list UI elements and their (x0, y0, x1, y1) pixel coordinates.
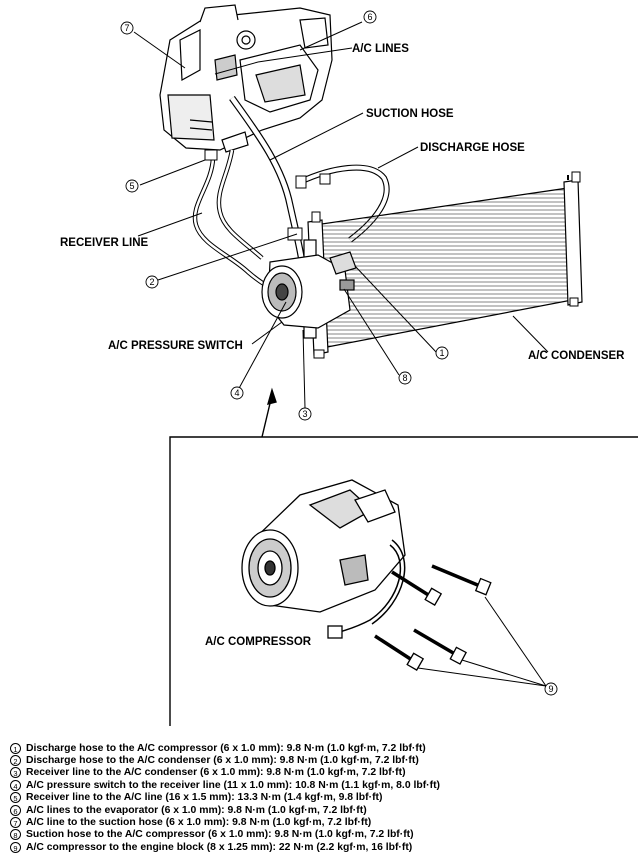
label-discharge-hose: DISCHARGE HOSE (420, 142, 525, 154)
legend-text: A/C lines to the evaporator (6 x 1.0 mm)… (26, 804, 367, 816)
legend-text: A/C line to the suction hose (6 x 1.0 mm… (26, 817, 372, 829)
label-ac-compressor: A/C COMPRESSOR (205, 636, 312, 648)
legend-text: Discharge hose to the A/C condenser (6 x… (26, 755, 419, 767)
legend-item: 4 A/C pressure switch to the receiver li… (10, 779, 630, 791)
callout-1: 1 (435, 346, 449, 360)
legend-item: 3 Receiver line to the A/C condenser (6 … (10, 767, 630, 779)
legend-number: 7 (10, 817, 21, 829)
svg-text:1: 1 (439, 348, 444, 358)
label-ac-lines: A/C LINES (352, 43, 409, 55)
label-receiver-line: RECEIVER LINE (60, 237, 149, 249)
legend-number: 9 (10, 841, 21, 853)
torque-spec-legend: 1 Discharge hose to the A/C compressor (… (10, 742, 630, 854)
legend-text: Receiver line to the A/C condenser (6 x … (26, 767, 406, 779)
legend-item: 2 Discharge hose to the A/C condenser (6… (10, 754, 630, 767)
callout-4: 4 (230, 386, 244, 400)
compressor-detail-illustration (241, 479, 406, 639)
svg-text:7: 7 (124, 23, 129, 33)
svg-text:3: 3 (302, 409, 307, 419)
callout-5: 5 (125, 179, 139, 193)
svg-text:6: 6 (367, 12, 372, 22)
callout-9: 9 (544, 682, 558, 696)
legend-number: 2 (10, 755, 21, 767)
legend-number: 3 (10, 767, 21, 779)
legend-text: Discharge hose to the A/C compressor (6 … (26, 742, 426, 754)
mounting-bolts-illustration (374, 564, 492, 671)
legend-item: 5 Receiver line to the A/C line (16 x 1.… (10, 792, 630, 804)
legend-item: 1 Discharge hose to the A/C compressor (… (10, 742, 630, 754)
legend-text: Suction hose to the A/C compressor (6 x … (26, 829, 414, 841)
compressor-installed-illustration (261, 251, 357, 329)
label-suction-hose: SUCTION HOSE (366, 108, 454, 120)
detail-inset-frame (169, 387, 638, 726)
label-ac-condenser: A/C CONDENSER (528, 350, 625, 362)
legend-number: 6 (10, 804, 21, 816)
evaporator-unit-illustration (159, 4, 333, 153)
legend-text: Receiver line to the A/C line (16 x 1.5 … (26, 792, 383, 804)
callout-2: 2 (145, 275, 159, 289)
svg-text:5: 5 (129, 181, 134, 191)
legend-number: 5 (10, 792, 21, 804)
callout-7: 7 (120, 21, 134, 35)
callout-3: 3 (298, 407, 312, 421)
legend-item: 9 A/C compressor to the engine block (8 … (10, 841, 630, 853)
svg-text:8: 8 (402, 373, 407, 383)
legend-number: 4 (10, 779, 21, 791)
callout-6: 6 (363, 10, 377, 24)
label-ac-pressure-switch: A/C PRESSURE SWITCH (108, 340, 243, 352)
svg-text:9: 9 (548, 684, 553, 694)
legend-text: A/C pressure switch to the receiver line… (26, 779, 441, 791)
legend-item: 7 A/C line to the suction hose (6 x 1.0 … (10, 816, 630, 829)
legend-number: 1 (10, 742, 21, 754)
svg-text:2: 2 (149, 277, 154, 287)
callout-8: 8 (398, 371, 412, 385)
legend-text: A/C compressor to the engine block (8 x … (26, 841, 413, 853)
legend-number: 8 (10, 829, 21, 841)
legend-item: 8 Suction hose to the A/C compressor (6 … (10, 829, 630, 841)
legend-item: 6 A/C lines to the evaporator (6 x 1.0 m… (10, 804, 630, 816)
leader-lines (133, 21, 549, 687)
svg-text:4: 4 (234, 388, 239, 398)
